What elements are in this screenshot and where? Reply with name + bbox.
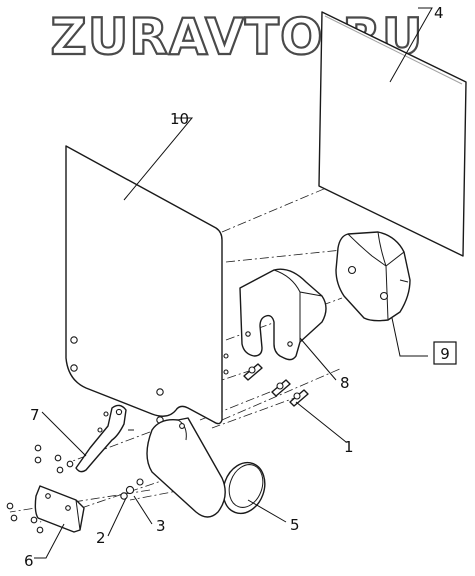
callout-5: 5 [290, 516, 300, 534]
callouts: 1 2 3 4 5 6 7 8 9 10 [24, 4, 457, 570]
part-4-plate [318, 11, 467, 257]
callout-9-box [433, 341, 457, 365]
callout-2: 2 [96, 529, 106, 547]
part-9-lamp [335, 231, 411, 322]
callout-9: 9 [440, 345, 450, 363]
leader-lines [34, 7, 433, 559]
callout-7: 7 [30, 406, 40, 424]
callout-10: 10 [170, 110, 189, 128]
callout-3: 3 [156, 517, 166, 535]
part-6-plate [34, 485, 85, 533]
part-10-mudflap [65, 145, 223, 425]
bolts [243, 363, 309, 407]
callout-1: 1 [344, 438, 354, 456]
fasteners [6, 353, 229, 534]
callout-8: 8 [340, 374, 350, 392]
part-7-hanger [75, 404, 134, 473]
part-5-reflector [222, 461, 266, 515]
part-8-bracket [239, 268, 327, 361]
callout-6: 6 [24, 552, 34, 570]
reflector-bracket [146, 417, 226, 518]
callout-4: 4 [434, 4, 444, 22]
